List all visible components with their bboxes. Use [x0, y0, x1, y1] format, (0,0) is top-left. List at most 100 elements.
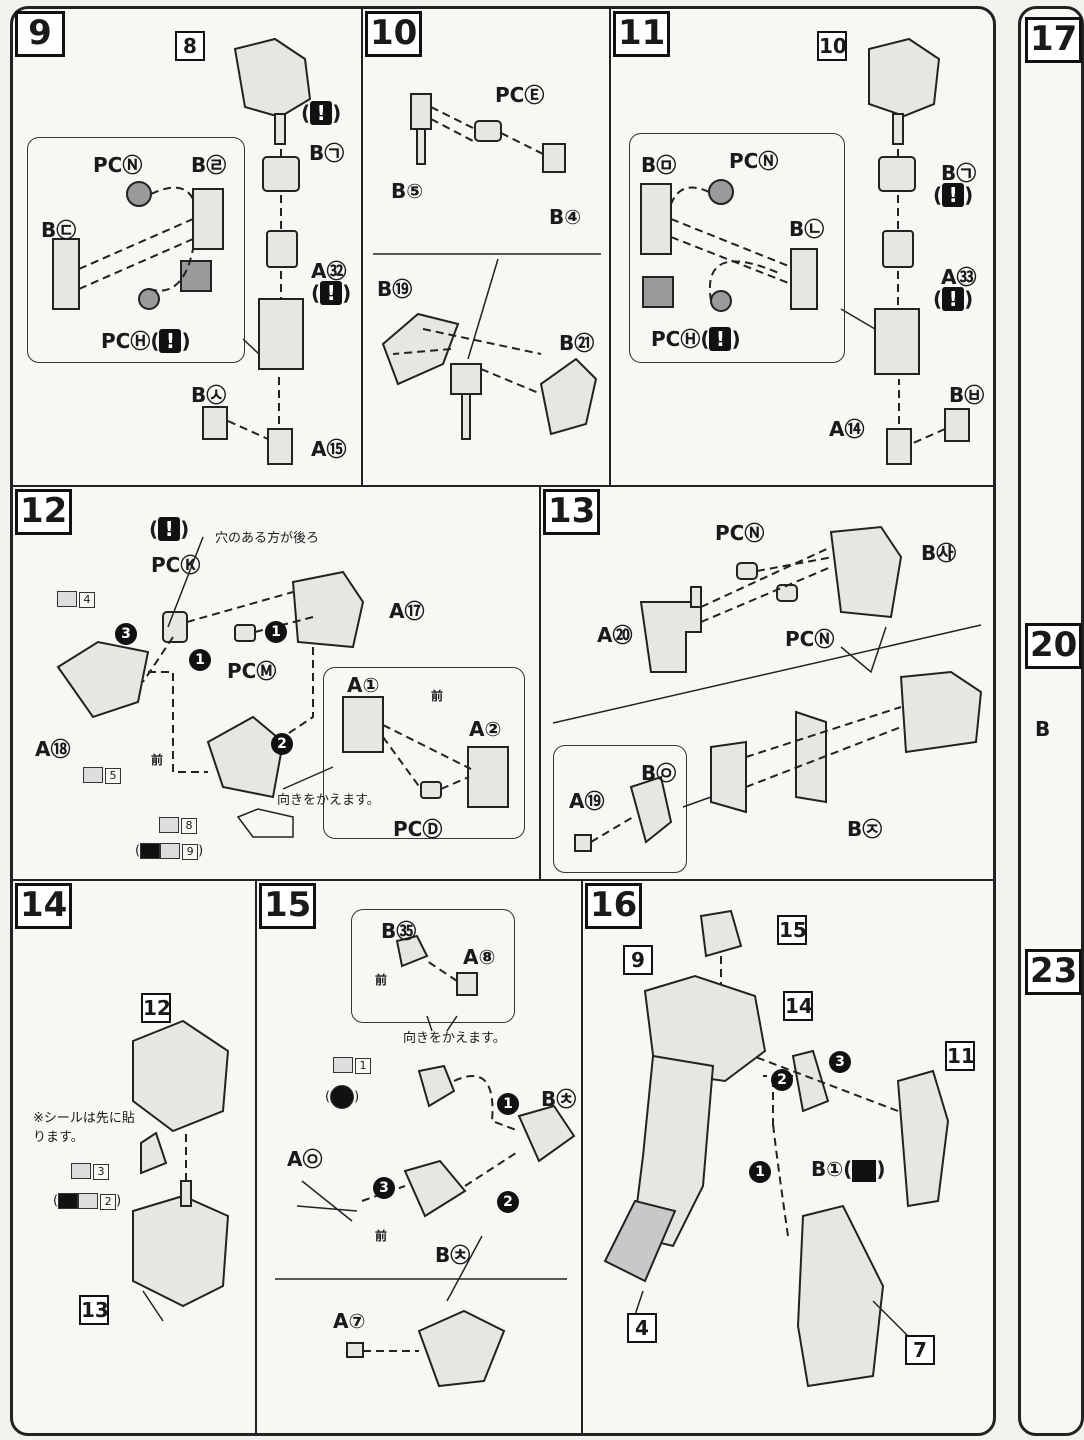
- label-pcE: PCⒺ: [495, 83, 545, 107]
- step-15-diagram: [275, 934, 576, 1388]
- label-pcK: PCⓀ: [151, 553, 201, 577]
- step-11-inset: [629, 133, 845, 363]
- step-cue-3: 3: [115, 623, 137, 645]
- seal-ref: (): [325, 1085, 359, 1109]
- ref-box-15: 15: [777, 915, 807, 945]
- label-a15: A⑮: [311, 437, 347, 461]
- label-a32: A㉜: [311, 259, 347, 283]
- step-cue-2: 2: [771, 1069, 793, 1091]
- seal-ref: (2): [53, 1193, 122, 1210]
- front-arrow-label: 前: [431, 689, 444, 703]
- step-14-panel: 14 12 ※シールは先に貼ります。 3 (2) 13: [13, 879, 257, 1433]
- label-b1: B①(): [811, 1157, 886, 1182]
- step-number: 10: [365, 11, 423, 57]
- seal-ref: 1: [333, 1057, 371, 1074]
- label-b29: B㉥: [949, 383, 985, 407]
- ref-box-8: 8: [175, 31, 205, 61]
- label-pcD: PCⒹ: [393, 817, 443, 841]
- label-b32: B㉨: [847, 817, 883, 841]
- label-b21: B㉑: [559, 331, 595, 355]
- edge-step-23: 23: [1025, 949, 1083, 995]
- label-a33: A㉝: [941, 265, 977, 289]
- step-cue-2: 2: [271, 733, 293, 755]
- step-number: 9: [15, 11, 65, 57]
- step-cue-3: 3: [373, 1177, 395, 1199]
- step-number: 12: [15, 489, 73, 535]
- label-a1: A①: [347, 673, 380, 697]
- step-11-diagram: [640, 37, 970, 465]
- seal-ref: 8: [159, 817, 197, 834]
- seal-ref: 5: [83, 767, 121, 784]
- step-number: 16: [585, 883, 643, 929]
- step-16-diagram: [603, 909, 950, 1388]
- label-b30: B㉦: [191, 383, 227, 407]
- step-number: 14: [15, 883, 73, 929]
- step-16-panel: 16 15 9 14 11 B①() 4 7 3 2 1: [581, 879, 993, 1433]
- step-14-diagram: [132, 998, 230, 1322]
- step-9-diagram: [52, 37, 312, 465]
- caution-mark: (!): [301, 101, 342, 125]
- ref-box-9: 9: [623, 945, 653, 975]
- label-pcN: PCⓃ: [715, 521, 765, 545]
- seal-first-note: ※シールは先に貼ります。: [33, 1111, 135, 1145]
- caution-mark: (!): [933, 183, 974, 207]
- label-a20: A⑳: [597, 623, 633, 647]
- step-cue-1: 1: [265, 621, 287, 643]
- label-a7: A⑦: [333, 1309, 366, 1333]
- seal-ref: 3: [71, 1163, 109, 1180]
- caution-mark: (!): [311, 281, 352, 305]
- label-pcH: PCⒽ(!): [651, 327, 741, 351]
- step-10-panel: 10 PCⒺ B⑤ B④ B⑲ B㉑: [361, 9, 611, 487]
- front-arrow-label: 前: [375, 973, 388, 987]
- label-b23: B㉟: [381, 919, 417, 943]
- ref-box-10: 10: [817, 31, 847, 61]
- seal-ref: (9): [135, 843, 204, 860]
- step-cue-1: 1: [749, 1161, 771, 1183]
- label-pcH: PCⒽ(!): [101, 329, 191, 353]
- label-b31: B㉧: [641, 761, 677, 785]
- label-a19: A⑲: [569, 789, 605, 813]
- rear-hole-note: 穴のある方が後ろ: [215, 531, 320, 546]
- step-13-diagram: [552, 525, 983, 852]
- label-b5: B⑤: [391, 179, 424, 203]
- instruction-sheet: 9 8 (!) B㉠ PCⓃ B㉣ B㉢ A㉜ (!) PCⒽ(!): [10, 6, 996, 1436]
- edge-step-17: 17: [1025, 17, 1083, 63]
- step-number: 13: [543, 489, 601, 535]
- label-pcN: PCⓃ: [729, 149, 779, 173]
- label-a18: A⑱: [35, 737, 71, 761]
- step-12-panel: 12 (!) 穴のある方が後ろ PCⓀ A⑰ PCⓂ A⑱ A① A② PCⒹ …: [13, 485, 541, 881]
- label-b27: B㉣: [191, 153, 227, 177]
- ref-box-12: 12: [141, 993, 171, 1023]
- step-cue-1: 1: [497, 1093, 519, 1115]
- label-b25: B㉡: [789, 217, 825, 241]
- label-b19: B⑲: [377, 277, 413, 301]
- label-b4: B④: [549, 205, 582, 229]
- label-b24: B㉠: [941, 161, 977, 185]
- step-13-inset: [553, 745, 687, 873]
- ref-box-11: 11: [945, 1041, 975, 1071]
- seal-ref: 4: [57, 591, 95, 608]
- step-11-panel: 11 10 B㉤ PCⓃ B㉡ B㉠ (!) A㉝ (!) PCⒽ(!) B㉥: [609, 9, 993, 487]
- turn-around-note: 向きをかえます。: [403, 1031, 506, 1046]
- ref-box-13: 13: [79, 1295, 109, 1325]
- label-pcN: PCⓃ: [93, 153, 143, 177]
- step-number: 11: [613, 11, 671, 57]
- step-cue-1: 1: [189, 649, 211, 671]
- ref-box-14: 14: [783, 991, 813, 1021]
- edge-step-20: 20: [1025, 623, 1083, 669]
- label-b28: B㉤: [641, 153, 677, 177]
- label-a2: A②: [469, 717, 502, 741]
- label-a8: A⑧: [463, 945, 496, 969]
- front-arrow-label: 前: [151, 753, 164, 767]
- label-b33: B㉩: [435, 1243, 471, 1267]
- step-number: 15: [259, 883, 317, 929]
- step-10-diagram: [373, 93, 601, 440]
- label-a17: A⑰: [389, 599, 425, 623]
- label-b34: B㉩: [541, 1087, 577, 1111]
- caution-mark: (!): [149, 517, 190, 541]
- edge-label-b: B: [1035, 717, 1051, 741]
- front-arrow-label: 前: [375, 1229, 388, 1243]
- label-b39: B㉴: [921, 541, 957, 565]
- step-9-panel: 9 8 (!) B㉠ PCⓃ B㉣ B㉢ A㉜ (!) PCⒽ(!): [13, 9, 363, 487]
- label-b26: B㉢: [41, 218, 77, 242]
